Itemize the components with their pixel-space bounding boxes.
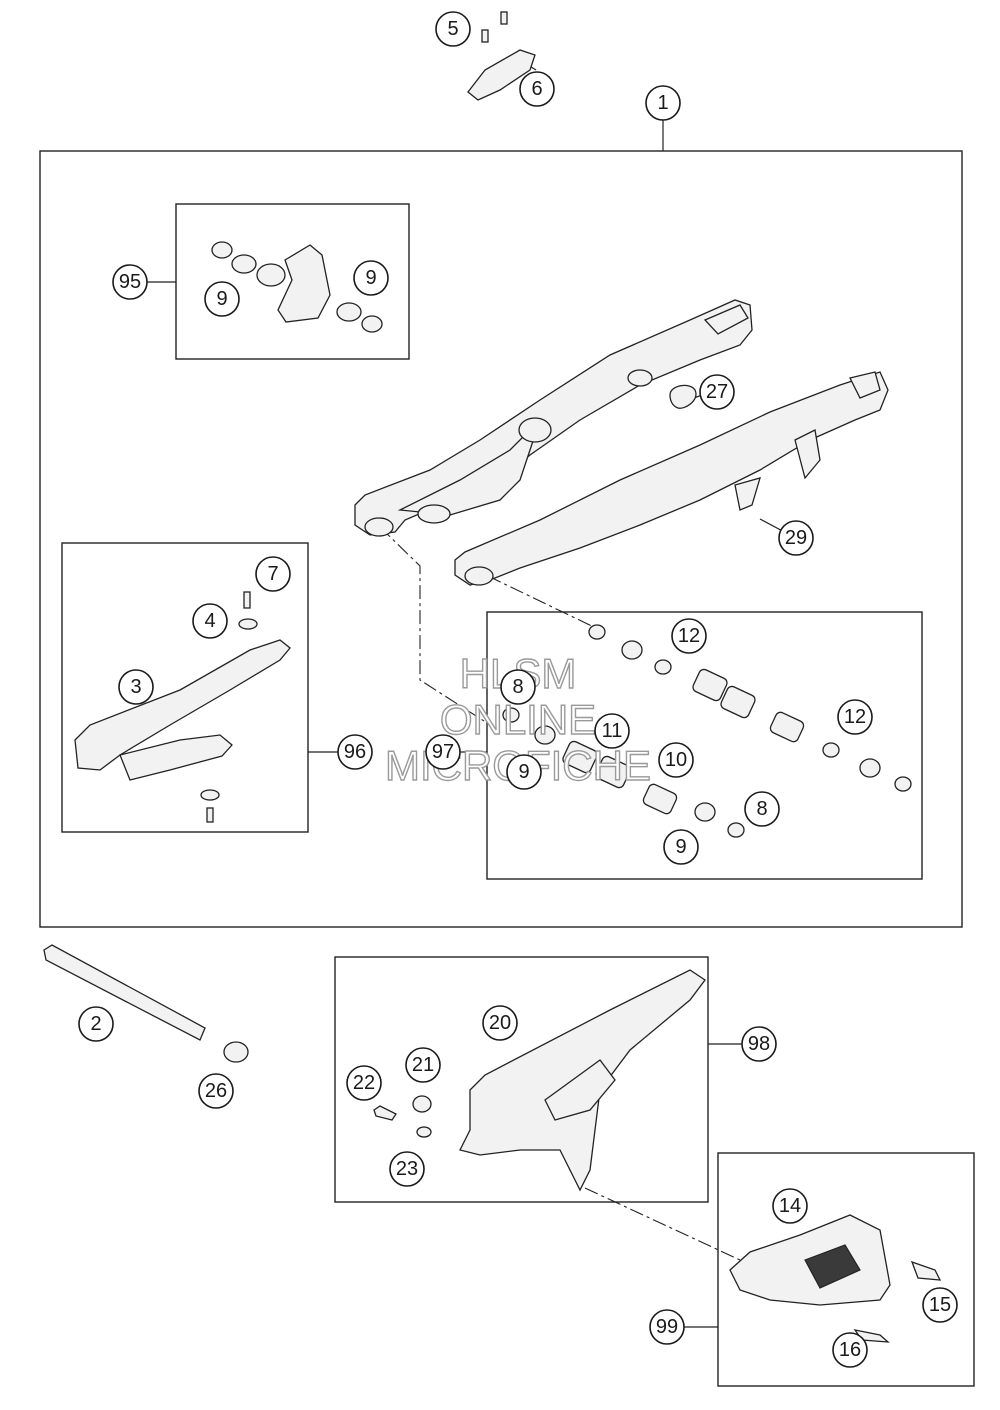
callout-27: 27 [699,374,735,410]
callout-16: 16 [832,1332,868,1368]
kit-frame-98 [334,956,709,1203]
svg-text:98: 98 [748,1033,770,1055]
chain-slider-drawing [74,591,291,823]
callout-21: 21 [405,1047,441,1083]
svg-text:9: 9 [518,761,529,783]
callout-15: 15 [922,1287,958,1323]
callout-8b: 8 [744,791,780,827]
svg-text:8: 8 [512,676,523,698]
callout-98: 98 [741,1026,777,1062]
callout-9a: 9 [204,281,240,317]
alignment-lines [379,526,741,1261]
callout-5: 5 [435,11,471,47]
callout-14: 14 [772,1188,808,1224]
callout-1: 1 [645,85,681,121]
callout-4: 4 [192,603,228,639]
svg-text:29: 29 [785,527,807,549]
kit-frame-97 [486,611,923,880]
svg-text:27: 27 [706,381,728,403]
chain-guard-drawing [373,969,706,1192]
callout-29: 29 [778,520,814,556]
clamp-parts-drawing [467,11,536,101]
svg-text:11: 11 [602,720,623,742]
svg-text:1: 1 [657,92,668,114]
svg-text:9: 9 [216,288,227,310]
callout-20: 20 [482,1005,518,1041]
svg-text:10: 10 [665,749,687,771]
bearing-kit-97-drawing [502,624,912,838]
callout-9b: 9 [353,260,389,296]
svg-text:7: 7 [267,563,278,585]
assembly-frame-1 [39,150,963,928]
callout-2: 2 [78,1006,114,1042]
callout-12a: 12 [671,618,707,654]
kit-frame-96 [61,542,309,833]
svg-text:22: 22 [353,1072,375,1094]
svg-text:23: 23 [396,1158,418,1180]
svg-text:2: 2 [90,1013,101,1035]
svg-text:9: 9 [675,836,686,858]
callout-3: 3 [118,669,154,705]
svg-text:99: 99 [656,1316,678,1338]
chain-guide-drawing [729,1214,942,1343]
svg-text:6: 6 [531,78,542,100]
svg-text:95: 95 [119,271,141,293]
callout-12b: 12 [837,699,873,735]
callout-10: 10 [658,742,694,778]
svg-text:8: 8 [756,798,767,820]
callout-6: 6 [519,71,555,107]
svg-text:97: 97 [432,741,454,763]
callout-11: 11 [594,713,630,749]
svg-text:96: 96 [344,741,366,763]
callout-9d: 9 [663,829,699,865]
svg-text:5: 5 [447,18,458,40]
callout-97: 97 [425,734,461,770]
callout-9c: 9 [506,754,542,790]
svg-text:9: 9 [365,267,376,289]
callout-99: 99 [649,1309,685,1345]
svg-text:21: 21 [412,1054,434,1076]
svg-text:14: 14 [779,1195,801,1217]
svg-text:12: 12 [678,625,700,647]
leader-lines [147,59,791,1328]
callout-22: 22 [346,1065,382,1101]
pivot-bolt-drawing [43,944,249,1063]
svg-text:12: 12 [844,706,866,728]
callout-26: 26 [198,1073,234,1109]
callout-95: 95 [112,264,148,300]
svg-text:4: 4 [204,610,215,632]
svg-text:26: 26 [205,1080,227,1102]
svg-text:3: 3 [130,676,141,698]
svg-text:20: 20 [489,1012,511,1034]
callout-8a: 8 [500,669,536,705]
svg-text:16: 16 [839,1339,861,1361]
callout-96: 96 [337,734,373,770]
kit-frame-99 [717,1152,975,1387]
callout-23: 23 [389,1151,425,1187]
svg-text:15: 15 [929,1294,951,1316]
swingarm-drawing [354,299,889,586]
callout-7: 7 [255,556,291,592]
bearing-kit-95-drawing [211,241,383,333]
